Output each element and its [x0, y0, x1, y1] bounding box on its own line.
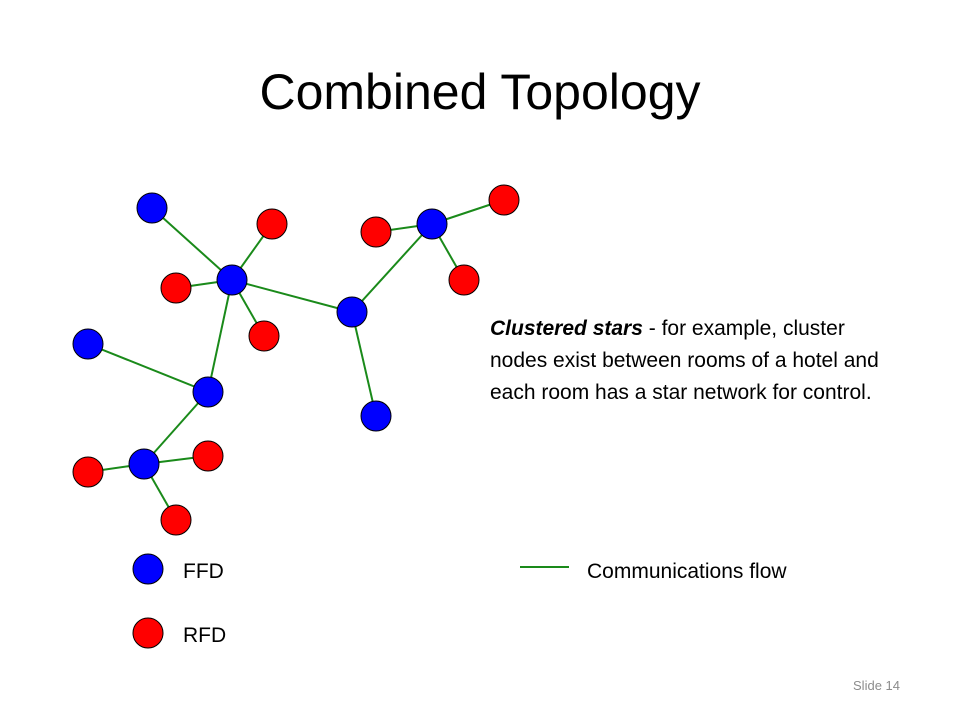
ffd-node-hub-d: [192, 376, 224, 408]
rfd-node-leaf-5: [256, 208, 288, 240]
ffd-node-hub-e: [128, 448, 160, 480]
link-hub-d-leaf-2: [87, 343, 209, 393]
rfd-node-leaf-12: [160, 504, 192, 536]
legend-ffd-label: FFD: [183, 560, 224, 583]
link-hub-b-hub-c: [351, 223, 433, 313]
nodes-layer: [72, 184, 520, 536]
ffd-node-hub-a: [216, 264, 248, 296]
ffd-node-hub-b: [336, 296, 368, 328]
link-hub-b-leaf-3: [351, 311, 377, 417]
topology-description: Clustered stars - for example, cluster n…: [490, 313, 890, 409]
legend-rfd-label: RFD: [183, 624, 227, 647]
rfd-node-leaf-11: [192, 440, 224, 472]
description-emphasis: Clustered stars: [490, 317, 643, 340]
rfd-node-leaf-7: [360, 216, 392, 248]
link-hub-a-hub-d: [207, 279, 233, 393]
rfd-node-leaf-10: [72, 456, 104, 488]
ffd-node-hub-c: [416, 208, 448, 240]
link-hub-a-hub-b: [231, 279, 353, 313]
ffd-node-leaf-1: [136, 192, 168, 224]
slide-title: Combined Topology: [259, 64, 701, 120]
legend-rfd-dot: [132, 617, 164, 649]
rfd-node-leaf-8: [488, 184, 520, 216]
link-hub-a-leaf-1: [151, 207, 233, 281]
legend-flow-label: Communications flow: [587, 560, 787, 583]
slide-number: Slide 14: [853, 678, 900, 693]
rfd-node-leaf-4: [160, 272, 192, 304]
description-text: - for example, cluster nodes exist betwe…: [490, 317, 879, 404]
link-hub-d-hub-e: [143, 391, 209, 465]
rfd-node-leaf-9: [448, 264, 480, 296]
ffd-node-leaf-2: [72, 328, 104, 360]
legend-ffd-dot: [132, 553, 164, 585]
rfd-node-leaf-6: [248, 320, 280, 352]
ffd-node-leaf-3: [360, 400, 392, 432]
